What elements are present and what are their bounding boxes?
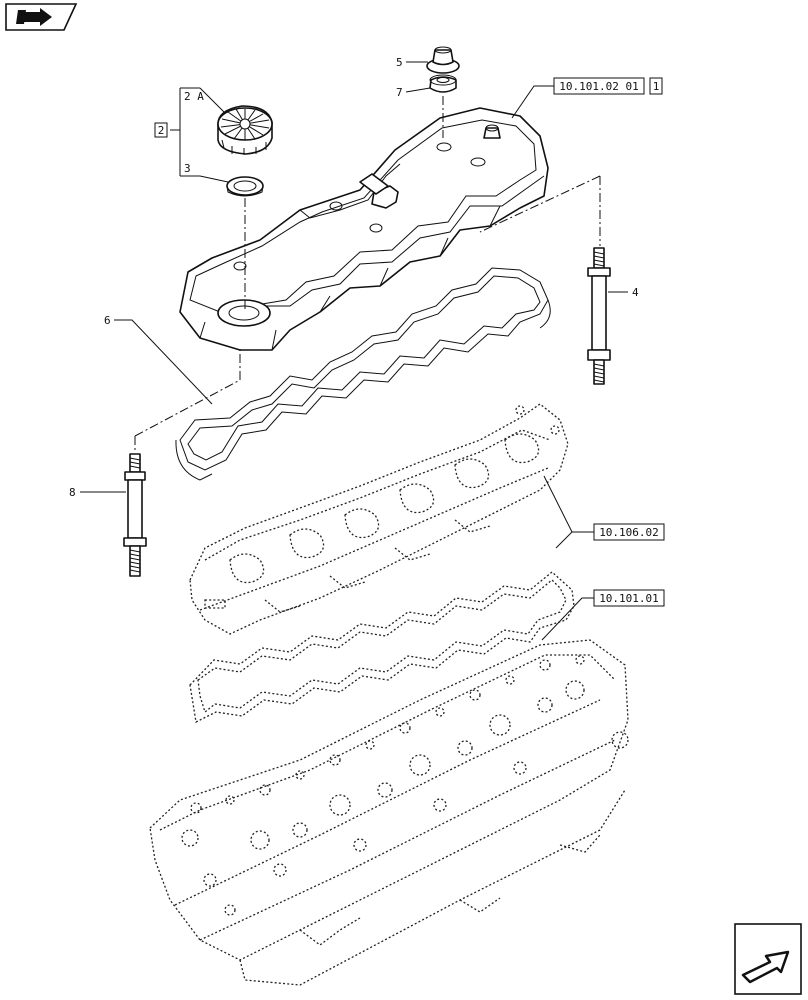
callout-2[interactable]: 2: [154, 122, 168, 138]
stud-left: [123, 453, 147, 577]
callout-6-label: 6: [104, 314, 111, 327]
callout-2a-label: 2 A: [184, 90, 204, 103]
assembly-axis-lines: [134, 96, 601, 452]
cylinder-head-outline: [149, 639, 629, 986]
next-page-arrow-icon[interactable]: [734, 923, 802, 995]
callout-8-label: 8: [69, 486, 76, 499]
cover-nut: [426, 46, 460, 74]
reference-label: 10.106.02: [599, 526, 659, 539]
callout-3-label: 3: [184, 162, 191, 175]
rocker-carrier-outline: [189, 403, 569, 635]
valve-cover: [179, 107, 549, 351]
reference-suffix-1[interactable]: 1: [649, 77, 663, 95]
stud-right: [587, 247, 611, 385]
reference-10-101-02-01[interactable]: 10.101.02 01: [553, 77, 645, 95]
filler-seal-ring: [226, 176, 264, 197]
oil-filler-cap: [217, 105, 273, 155]
callout-4-label: 4: [632, 286, 639, 299]
head-gasket-outline: [189, 571, 575, 723]
callout-7-label: 7: [396, 86, 403, 99]
book-arrow-icon[interactable]: [5, 3, 78, 31]
reference-label: 10.101.01: [599, 592, 659, 605]
callout-5-label: 5: [396, 56, 403, 69]
valve-cover-gasket: [175, 267, 551, 481]
reference-label: 10.101.02 01: [559, 80, 638, 93]
reference-10-101-01[interactable]: 10.101.01: [593, 589, 665, 607]
cover-washer: [429, 74, 457, 93]
reference-10-106-02[interactable]: 10.106.02: [593, 523, 665, 541]
callout-2-label: 2: [158, 124, 165, 137]
reference-suffix-label: 1: [653, 80, 660, 93]
callout-leaders: [80, 61, 628, 641]
